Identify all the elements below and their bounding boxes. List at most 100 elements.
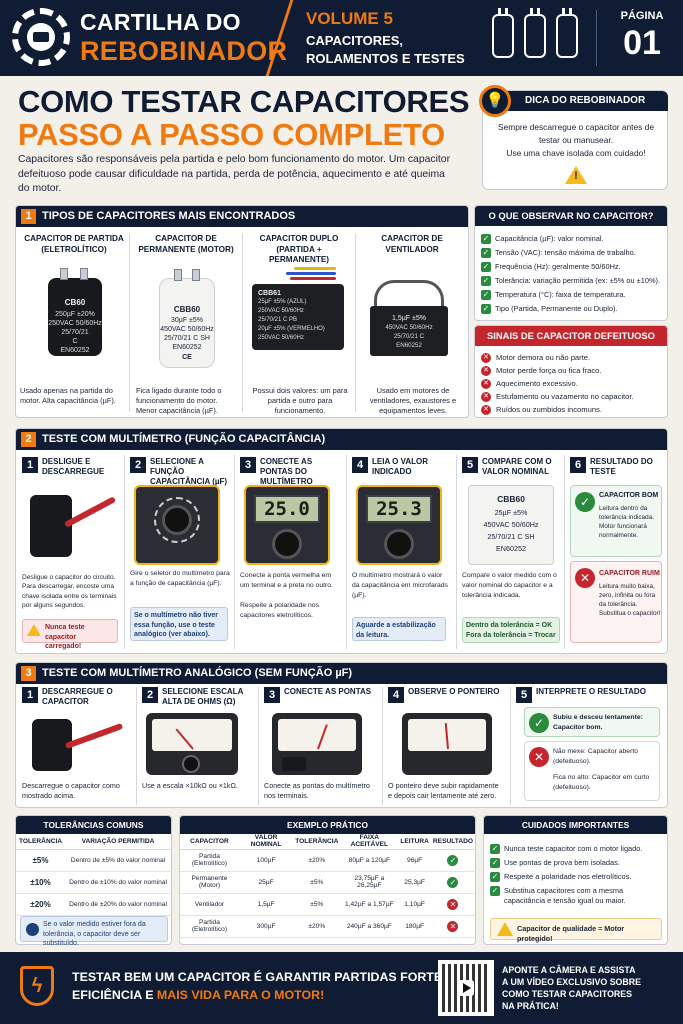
observe-panel: O QUE OBSERVAR NO CAPACITOR? ✓Capacitânc… xyxy=(474,205,668,321)
cap-label: EN60252 xyxy=(172,344,202,351)
bad-title: CAPACITOR RUIM xyxy=(599,570,660,577)
terminal xyxy=(174,269,182,281)
note-text: Fora da tolerância = Trocar xyxy=(466,631,556,639)
col-header: FAIXA ACEITÁVEL xyxy=(340,834,399,850)
sign-text: Estufamento ou vazamento no capacitor. xyxy=(496,392,634,401)
tip-box: DICA DO REBOBINADOR 💡 Sempre descarregue… xyxy=(479,85,668,190)
cap-label: 250VAC 50/60Hz xyxy=(258,335,304,341)
cell: Ventilador xyxy=(180,893,239,916)
check-icon: ✓ xyxy=(490,886,500,896)
divider xyxy=(136,687,137,805)
check-icon: ✓ xyxy=(481,262,491,272)
page-divider xyxy=(596,10,597,66)
warning-icon xyxy=(27,624,41,636)
observe-text: Temperatura (°C): faixa de temperatura. xyxy=(495,290,626,299)
observe-title: O QUE OBSERVAR NO CAPACITOR? xyxy=(475,206,667,226)
observe-item: ✓Capacitância (µF): valor nominal. xyxy=(481,234,604,244)
footer-highlight: MAIS VIDA PARA O MOTOR! xyxy=(156,988,325,1002)
check-icon: ✓ xyxy=(490,872,500,882)
defect-signs-panel: SINAIS DE CAPACITOR DEFEITUOSO ✕Motor de… xyxy=(474,325,668,418)
qr-caption: APONTE A CÂMERA E ASSISTA A UM VÍDEO EXC… xyxy=(502,964,641,1012)
care-text: Respeite a polaridade nos eletrolíticos. xyxy=(504,872,632,881)
tip-text: Sempre descarregue o capacitor antes de … xyxy=(491,121,661,160)
x-circle-icon: ✕ xyxy=(575,568,595,588)
sign-item: ✕Estufamento ou vazamento no capacitor. xyxy=(481,392,634,402)
cell: Dentro de ±5% do valor nominal xyxy=(65,849,171,872)
x-icon: ✕ xyxy=(481,353,491,363)
cell: ✓ xyxy=(430,871,475,894)
observe-text: Frequência (Hz): geralmente 50/60Hz. xyxy=(495,262,621,271)
step-title: LEIA O VALOR INDICADO xyxy=(372,457,428,476)
page-title-line1: COMO TESTAR CAPACITORES xyxy=(18,84,470,119)
dial xyxy=(154,497,200,543)
cap-label: 450VAC 50/60Hz xyxy=(483,520,539,529)
warning-icon xyxy=(497,922,513,936)
observe-text: Tolerância: variação permitida (ex: ±5% … xyxy=(495,276,661,285)
type-title: CAPACITOR DUPLO (PARTIDA + PERMANENTE) xyxy=(259,234,339,264)
analog-meter-image xyxy=(146,713,238,775)
cap-label: 30µF ±5% xyxy=(171,317,203,324)
example-table: CAPACITOR VALOR NOMINAL TOLERÂNCIA FAIXA… xyxy=(180,834,475,938)
cell: ±5% xyxy=(293,893,341,916)
lightning-shield-icon: ϟ xyxy=(20,966,54,1006)
type-desc: Possui dois valores: um para partida e o… xyxy=(252,386,348,415)
care-item: ✓Use pontas de prova bem isoladas. xyxy=(490,858,666,868)
cap-label: 25/70/21 C xyxy=(393,333,425,340)
cell: 23,75µF a 26,25µF xyxy=(340,871,399,894)
divider xyxy=(129,234,130,412)
col-header: VARIAÇÃO PERMITIDA xyxy=(65,834,171,850)
check-icon: ✓ xyxy=(490,844,500,854)
col-header: VALOR NOMINAL xyxy=(238,834,294,850)
cell: 1,5µF xyxy=(238,893,294,916)
tip-text1: Sempre descarregue o capacitor antes de … xyxy=(498,122,654,145)
quality-note: Capacitor de qualidade = Motor protegido… xyxy=(490,918,662,943)
section-analog-test: 3 TESTE COM MULTÍMETRO ANALÓGICO (SEM FU… xyxy=(15,662,668,808)
cap-label: 25/70/21 xyxy=(61,329,89,336)
fan-capacitor-wires xyxy=(374,280,444,310)
observe-item: ✓Tolerância: variação permitida (ex: ±5%… xyxy=(481,276,660,286)
qr-text: NA PRÁTICA! xyxy=(502,1001,559,1011)
analog-step-2: 2 SELECIONE ESCALA ALTA DE OHMS (Ω) Use … xyxy=(142,687,254,805)
cap-label: CBB60 xyxy=(497,494,525,504)
digital-step-4: 4 LEIA O VALOR INDICADO 25.3 O multímetr… xyxy=(352,457,452,647)
section-1-header: 1 TIPOS DE CAPACITORES MAIS ENCONTRADOS xyxy=(16,206,468,227)
sign-text: Aquecimento excessivo. xyxy=(496,379,578,388)
cap-label: CBB60 xyxy=(173,305,201,314)
play-icon xyxy=(458,980,474,996)
type-desc-wrap: Usado apenas na partida do motor. Alta c… xyxy=(20,382,128,406)
cell: 96µF xyxy=(398,849,431,872)
type-title: CAPACITOR DE PERMANENTE (MOTOR) xyxy=(138,234,234,254)
observe-item: ✓ Frequência (Hz): geralmente 50/60Hz. xyxy=(481,262,621,272)
brand-line1: CARTILHA DO xyxy=(80,9,241,35)
divider xyxy=(234,455,235,649)
cell: ✕ xyxy=(430,893,475,916)
care-text: Nunca teste capacitor com o motor ligado… xyxy=(504,844,643,853)
table-row: Permanente (Motor)25µF±5%23,75µF a 26,25… xyxy=(180,871,475,894)
wire xyxy=(294,267,336,270)
cell: 25,3µF xyxy=(398,871,431,894)
analog-step-1: 1 DESCARREGUE O CAPACITOR Descarregue o … xyxy=(22,687,132,805)
example-title: EXEMPLO PRÁTICO xyxy=(180,816,475,834)
brand-line2: REBOBINADOR xyxy=(80,36,288,66)
divider xyxy=(355,234,356,412)
selector-knob xyxy=(182,755,200,773)
multimeter-selector-image xyxy=(134,485,220,565)
page-header: CARTILHA DO REBOBINADOR VOLUME 5 CAPACIT… xyxy=(0,0,683,76)
info-note: Se o multímetro não tiver essa função, u… xyxy=(130,607,228,641)
cell: Permanente (Motor) xyxy=(180,871,239,894)
fan-capacitor-image: 1,5µF ±5% 450VAC 50/60Hz 25/70/21 C EN60… xyxy=(370,306,448,356)
check-icon: ✓ xyxy=(481,290,491,300)
step-desc: Respeite a polaridade nos capacitores el… xyxy=(240,602,319,619)
step-number: 4 xyxy=(352,457,368,473)
warning-mark: ! xyxy=(574,170,578,182)
wire xyxy=(286,272,336,275)
step-desc: Desligue o capacitor do circuito. Para d… xyxy=(22,574,117,610)
sign-item: ✕Motor demora ou não parte. xyxy=(481,353,590,363)
selector-knob xyxy=(162,505,192,535)
dual-capacitor-wires xyxy=(286,264,336,284)
divider xyxy=(242,234,243,412)
analog-step-4: 4 OBSERVE O PONTEIRO O ponteiro deve sub… xyxy=(388,687,506,805)
x-icon: ✕ xyxy=(481,405,491,415)
type-desc: Fica ligado durante todo o funcionamento… xyxy=(136,386,222,415)
qr-code[interactable] xyxy=(438,960,494,1016)
